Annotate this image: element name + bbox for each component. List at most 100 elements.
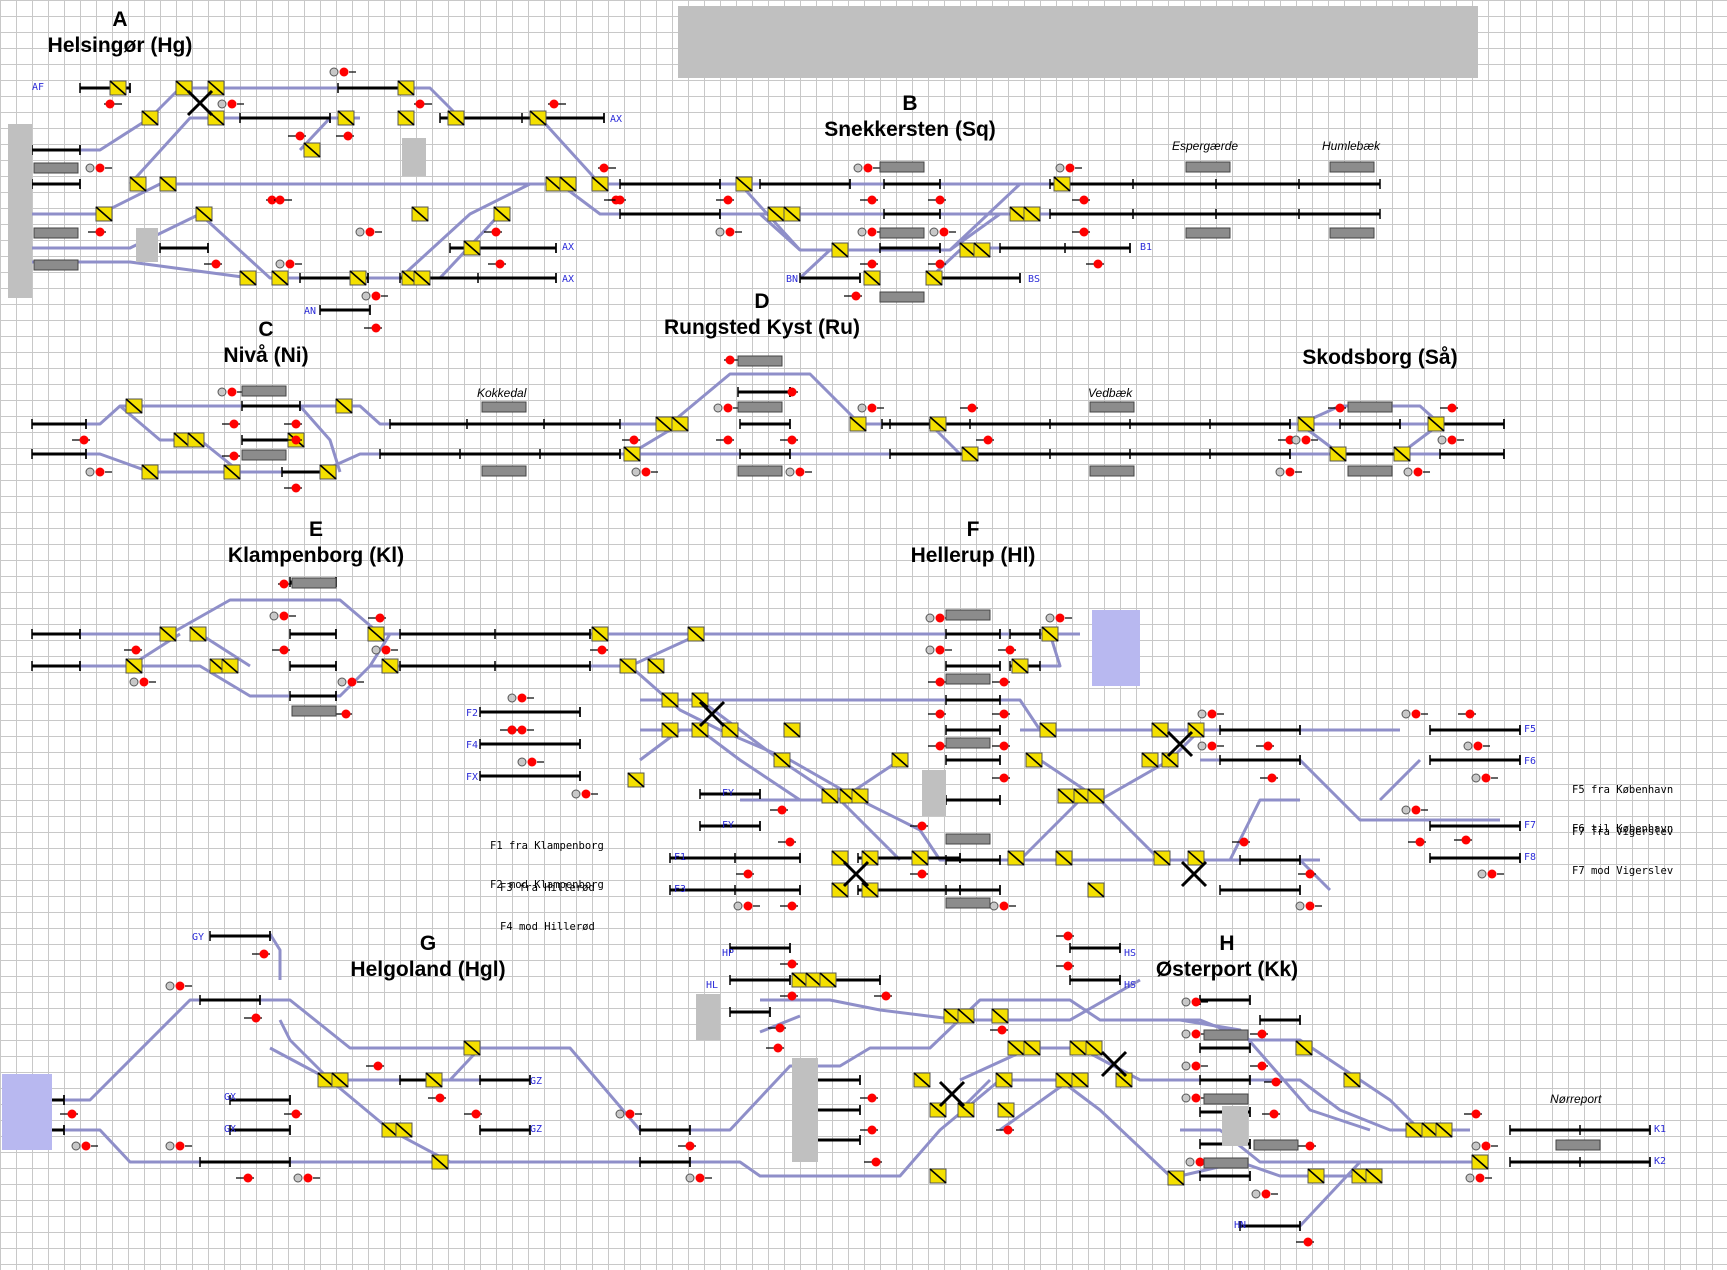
signal-a3	[227, 99, 237, 109]
h-main-8	[1298, 1160, 1362, 1228]
terminal-bs[interactable]: BS	[1028, 274, 1041, 285]
signal-grey-lamp	[1185, 1157, 1195, 1167]
signal-grey-lamp	[371, 645, 381, 655]
signal-h2	[787, 991, 797, 1001]
terminal-hn[interactable]: HN	[1234, 1220, 1247, 1231]
terminal-ax-1[interactable]: AX	[610, 114, 623, 125]
switch-blade	[627, 772, 645, 788]
platform-a1	[33, 162, 79, 174]
terminal-f6[interactable]: F6	[1524, 756, 1537, 767]
terminal-bn[interactable]: BN	[786, 274, 799, 285]
signal-grey-lamp	[1181, 997, 1191, 1007]
signal-a4	[295, 131, 305, 141]
terminal-f4[interactable]: F4	[466, 740, 479, 751]
terminal-ax-2[interactable]: AX	[562, 242, 575, 253]
signal-grey-lamp	[275, 259, 285, 269]
signal-f26	[1473, 741, 1483, 751]
signal-f15	[999, 741, 1009, 751]
signal-h7	[1063, 961, 1073, 971]
station-skodsborg-name: Skodsborg (Så)	[1302, 346, 1458, 369]
terminal-fy-2[interactable]: FY	[722, 820, 735, 831]
signal-grey-lamp	[355, 227, 365, 237]
g-spur	[268, 933, 282, 980]
terminal-k1[interactable]: K1	[1654, 1124, 1667, 1135]
signal-f39	[917, 869, 927, 879]
signal-g1	[259, 949, 269, 959]
terminal-hs-2[interactable]: HS	[1124, 980, 1137, 991]
signal-grey-lamp	[685, 1173, 695, 1183]
switch-blade	[187, 432, 205, 448]
terminal-fx[interactable]: FX	[466, 772, 479, 783]
signal-f35	[743, 901, 753, 911]
switch-blade	[655, 416, 673, 432]
station-g-letter: G	[419, 932, 437, 955]
switch-blade	[129, 176, 147, 192]
signal-h18	[1271, 1077, 1281, 1087]
terminal-ax-3[interactable]: AX	[562, 274, 575, 285]
switch-blade	[125, 398, 143, 414]
terminal-f1[interactable]: F1	[674, 852, 687, 863]
signal-grey-lamp	[925, 613, 935, 623]
platform-f3	[945, 737, 991, 749]
terminal-hl[interactable]: HL	[706, 980, 719, 991]
terminal-f8[interactable]: F8	[1524, 852, 1537, 863]
terminal-gz-1[interactable]: GZ	[530, 1076, 543, 1087]
terminal-gz-2[interactable]: GZ	[530, 1124, 543, 1135]
signal-f22	[1305, 901, 1315, 911]
switch-blade	[1297, 416, 1315, 432]
terminal-gx-1[interactable]: GX	[224, 1092, 237, 1103]
terminal-k2[interactable]: K2	[1654, 1156, 1667, 1167]
signal-h15	[1257, 1029, 1267, 1039]
signal-c9	[629, 435, 639, 445]
platform-s2	[1347, 465, 1393, 477]
switch-blade	[891, 752, 909, 768]
switch-blade	[863, 270, 881, 286]
terminal-f2[interactable]: F2	[466, 708, 479, 719]
terminal-gy[interactable]: GY	[192, 932, 205, 943]
terminal-gx-2[interactable]: GX	[224, 1124, 237, 1135]
terminal-af[interactable]: AF	[32, 82, 45, 93]
a-main-up	[32, 86, 1380, 186]
signal-h19	[1191, 1093, 1201, 1103]
signal-b10	[935, 195, 945, 205]
signal-f32	[777, 805, 787, 815]
terminal-b1[interactable]: B1	[1140, 242, 1153, 253]
signal-c24	[1447, 403, 1457, 413]
signal-grey-lamp	[857, 227, 867, 237]
terminal-hp[interactable]: HP	[722, 948, 735, 959]
switch-blade	[623, 446, 641, 462]
signal-h26	[1481, 1141, 1491, 1151]
switch-blade	[1115, 1072, 1133, 1088]
switch-blade	[381, 658, 399, 674]
switch-blade	[929, 1102, 947, 1118]
signal-grey-lamp	[715, 227, 725, 237]
g-spur-2	[278, 1019, 332, 1082]
signal-g8	[81, 1141, 91, 1151]
h-main-3	[959, 1046, 1470, 1132]
terminal-hs-1[interactable]: HS	[1124, 948, 1137, 959]
signal-f20	[1239, 837, 1249, 847]
terminal-f7[interactable]: F7	[1524, 820, 1537, 831]
terminal-f3[interactable]: F3	[674, 884, 687, 895]
terminal-fy-1[interactable]: FY	[722, 788, 735, 799]
signal-c11	[725, 355, 735, 365]
switch-blade	[691, 722, 709, 738]
f-route-4	[740, 758, 901, 802]
platform-h2	[1203, 1093, 1249, 1105]
switch-blade	[431, 1154, 449, 1170]
diamond-crossing	[1166, 730, 1194, 758]
terminal-an[interactable]: AN	[304, 306, 317, 317]
signal-f34	[743, 869, 753, 879]
signal-f13	[935, 741, 945, 751]
note-f7-from: F7 fra Vigerslev	[1572, 826, 1674, 838]
signal-b13	[1079, 195, 1089, 205]
signal-b3	[725, 227, 735, 237]
platform-h1	[1203, 1029, 1249, 1041]
switch-blade	[925, 270, 943, 286]
signal-c5	[291, 419, 301, 429]
platform-e2	[291, 705, 337, 717]
terminal-f5[interactable]: F5	[1524, 724, 1537, 735]
signal-grey-lamp	[1477, 869, 1487, 879]
signal-f30	[1487, 869, 1497, 879]
station-b-letter: B	[902, 92, 918, 115]
